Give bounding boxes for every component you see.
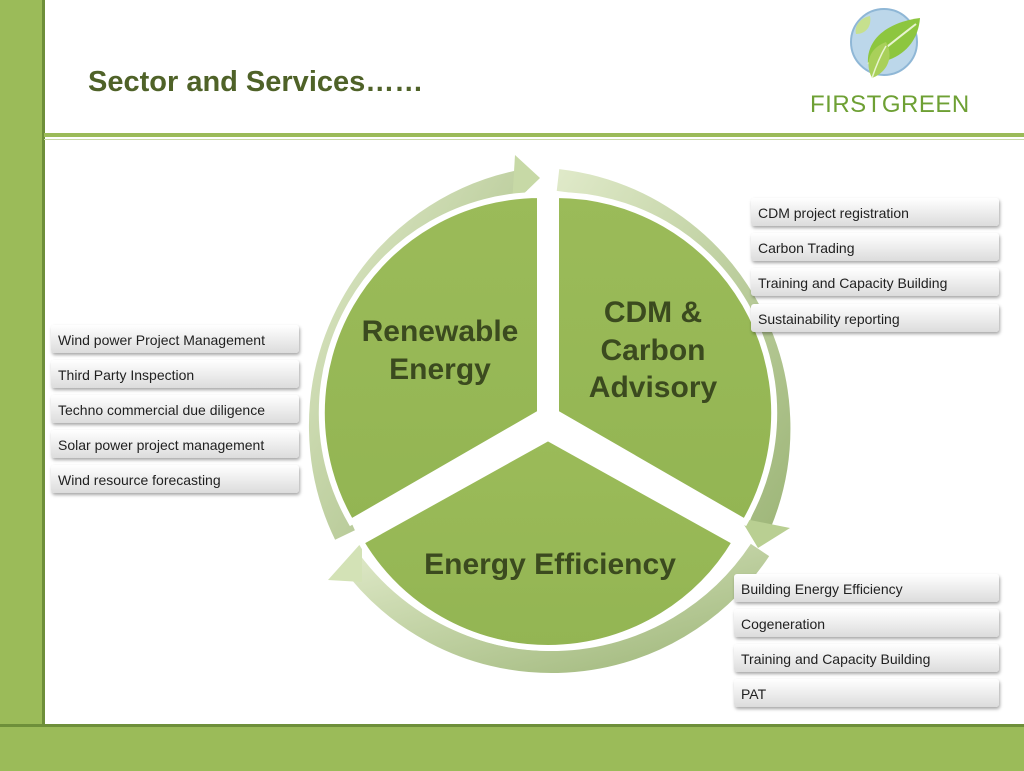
service-box-renewable: Techno commercial due diligence [51, 395, 299, 423]
header-divider-thin [44, 139, 1024, 140]
service-box-efficiency: Cogeneration [734, 609, 999, 637]
cycle-arrow-bottom [328, 542, 770, 674]
services-cycle-diagram [309, 155, 791, 674]
label-renewable-line1: Renewable [361, 315, 519, 348]
service-box-efficiency: PAT [734, 679, 999, 707]
service-box-renewable: Wind power Project Management [51, 325, 299, 353]
service-box-renewable: Wind resource forecasting [51, 465, 299, 493]
label-renewable-energy: Renewable Energy [358, 313, 522, 388]
segment-energy-efficiency [356, 434, 740, 651]
service-box-cdm: Carbon Trading [751, 233, 999, 261]
service-box-cdm: CDM project registration [751, 198, 999, 226]
left-accent-bar [0, 0, 45, 726]
service-box-efficiency: Building Energy Efficiency [734, 574, 999, 602]
bottom-accent-bar [0, 724, 1024, 771]
label-cdm-line1: CDM & [603, 296, 703, 329]
service-box-cdm: Training and Capacity Building [751, 268, 999, 296]
slide-title: Sector and Services…… [88, 66, 424, 98]
logo-wordmark: FIRSTGREEN [810, 91, 970, 118]
service-box-renewable: Third Party Inspection [51, 360, 299, 388]
service-box-renewable: Solar power project management [51, 430, 299, 458]
firstgreen-leaf-logo-icon [850, 8, 920, 79]
label-renewable-line2: Energy [389, 352, 491, 386]
header-divider [44, 133, 1024, 137]
label-cdm-line3: Advisory [588, 371, 718, 404]
label-energy-efficiency: Energy Efficiency [424, 548, 676, 581]
service-box-efficiency: Training and Capacity Building [734, 644, 999, 672]
label-cdm-line2: Carbon [600, 333, 706, 367]
segment-renewable-energy [318, 191, 543, 527]
service-box-cdm: Sustainability reporting [751, 304, 999, 332]
label-cdm-carbon-advisory: CDM & Carbon Advisory [578, 294, 728, 407]
segment-cdm-carbon-advisory [553, 191, 778, 527]
